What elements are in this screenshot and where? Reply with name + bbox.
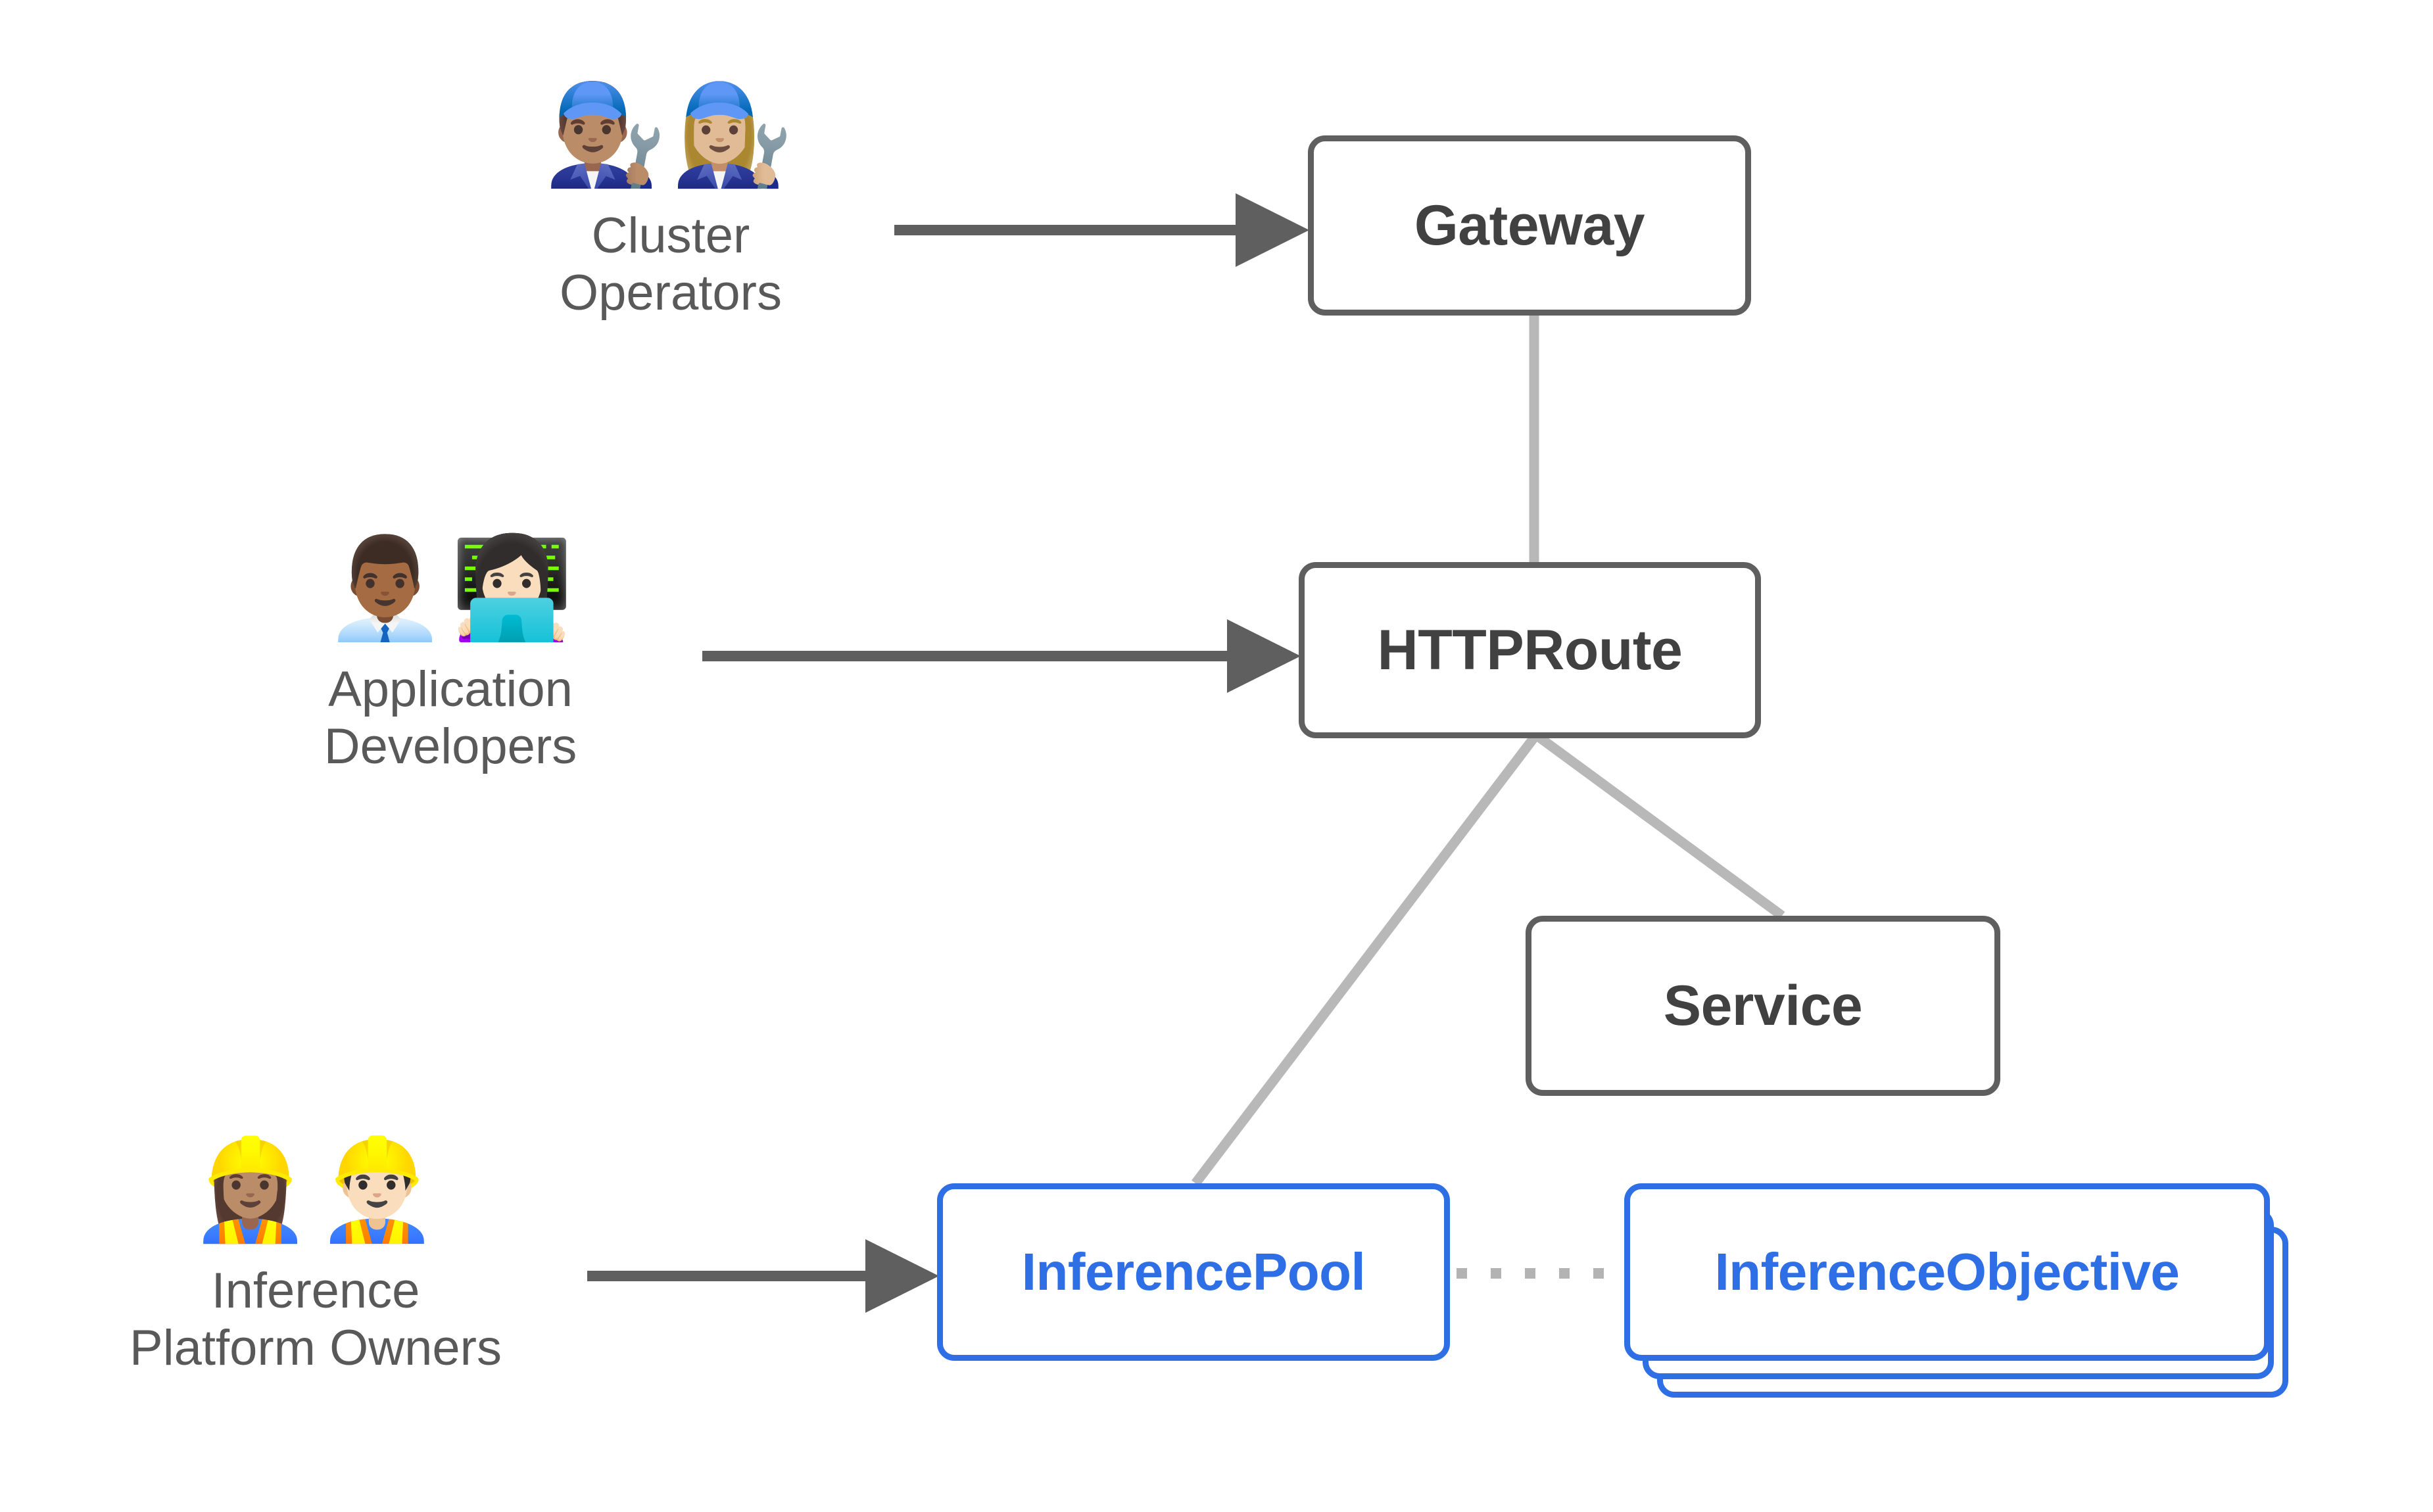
node-inferenceobjective-stack: InferenceObjective (1624, 1183, 2321, 1407)
node-httproute[interactable]: HTTPRoute (1299, 562, 1761, 738)
inference-platform-owners-emoji-icon: 👷🏽‍♀️👷🏻‍♂️ (189, 1133, 443, 1247)
application-developers-emoji-icon: 👨🏾‍💼👩🏻‍💻 (324, 531, 577, 646)
node-gateway-label: Gateway (1414, 193, 1645, 257)
node-httproute-label: HTTPRoute (1377, 618, 1683, 682)
application-developers-label: Application Developers (324, 661, 577, 774)
actor-application-developers: 👨🏾‍💼👩🏻‍💻 Application Developers (289, 539, 612, 775)
node-inferenceobjective-label: InferenceObjective (1714, 1242, 2180, 1301)
inference-platform-owners-label: Inference Platform Owners (130, 1263, 502, 1376)
cluster-operators-emoji-icon: 👨🏽‍🔧👩🏼‍🔧 (544, 78, 798, 192)
node-gateway[interactable]: Gateway (1308, 135, 1751, 316)
cluster-operators-label: Cluster Operators (560, 208, 782, 321)
actor-inference-platform-owners: 👷🏽‍♀️👷🏻‍♂️ Inference Platform Owners (92, 1141, 539, 1377)
edge-httproute-service (1533, 730, 1785, 920)
node-inferencepool-label: InferencePool (1021, 1242, 1366, 1301)
node-inferencepool[interactable]: InferencePool (937, 1183, 1450, 1361)
actor-cluster-operators: 👨🏽‍🔧👩🏼‍🔧 Cluster Operators (513, 85, 829, 321)
node-inferenceobjective[interactable]: InferenceObjective (1624, 1183, 2270, 1361)
node-service[interactable]: Service (1526, 916, 2000, 1096)
edge-httproute-inferencepool (1192, 732, 1540, 1187)
node-service-label: Service (1663, 974, 1863, 1037)
